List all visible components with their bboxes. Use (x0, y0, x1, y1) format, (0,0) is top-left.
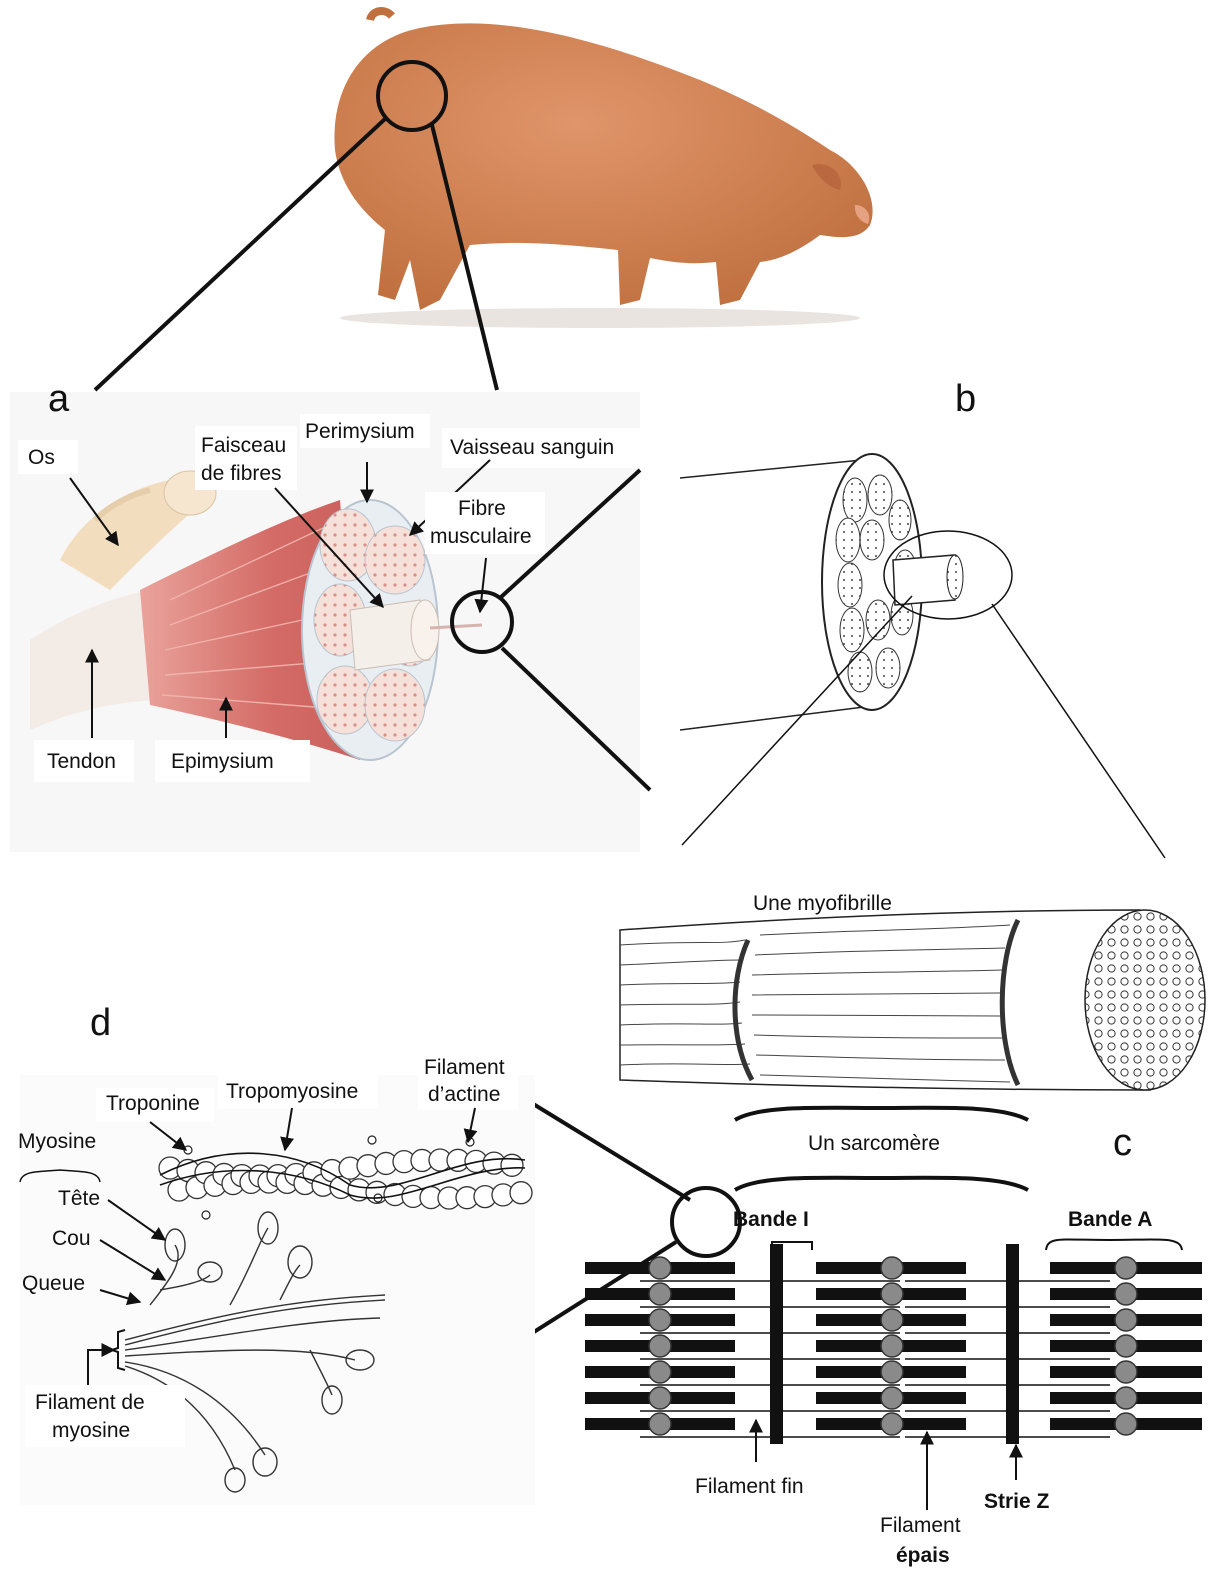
label-tete: Tête (58, 1187, 100, 1210)
label-myosine: Myosine (18, 1130, 96, 1153)
myosin-head (881, 1413, 903, 1435)
pig-image (334, 11, 872, 328)
label-myofibrille: Une myofibrille (753, 892, 892, 915)
troponin-complex (368, 1136, 376, 1144)
myosin-head (649, 1309, 671, 1331)
label-fibre-line2: musculaire (430, 525, 532, 548)
myosin-head (881, 1335, 903, 1357)
z-disc (1006, 1244, 1019, 1444)
panel-a: a (10, 378, 650, 852)
label-queue: Queue (22, 1272, 85, 1295)
myosin-head (1115, 1309, 1137, 1331)
myosin-head (1115, 1257, 1137, 1279)
myosin-head (649, 1387, 671, 1409)
troponin-complex (202, 1211, 210, 1219)
panel-a-letter: a (48, 378, 70, 420)
label-filament-epais-line2: épais (896, 1544, 950, 1567)
label-sarcomere: Un sarcomère (808, 1132, 940, 1155)
actin-bead (510, 1182, 532, 1204)
sarcomere-schematic (585, 1244, 1202, 1444)
myosin-head (1115, 1413, 1137, 1435)
actin-zoom-circle (672, 1188, 740, 1256)
myosin-head (1115, 1283, 1137, 1305)
label-tendon: Tendon (47, 750, 116, 773)
panel-b-letter: b (955, 378, 976, 420)
myofibril-protruding (893, 555, 955, 605)
myosin-head (649, 1257, 671, 1279)
myosin-head (1115, 1387, 1137, 1409)
myosin-head (649, 1283, 671, 1305)
actin-bead (501, 1154, 523, 1176)
myosin-head (881, 1361, 903, 1383)
panel-c: Une myofibrille Un sarcomère c Bande I (585, 892, 1205, 1567)
label-vaisseau: Vaisseau sanguin (450, 436, 614, 459)
label-tropomyosine: Tropomyosine (226, 1080, 358, 1103)
myosin-head (649, 1361, 671, 1383)
label-troponine: Troponine (106, 1092, 200, 1115)
myosin-head (1115, 1335, 1137, 1357)
label-faisceau-line1: Faisceau (201, 434, 286, 457)
myosin-head (649, 1413, 671, 1435)
panel-b: b (680, 378, 1165, 858)
label-actine-line1: Filament (424, 1056, 505, 1079)
panel-d-letter: d (90, 1002, 111, 1044)
myosin-head (881, 1387, 903, 1409)
label-filament-fin: Filament fin (695, 1475, 804, 1498)
panel-d: d Troponine Tropomyosine (18, 1002, 535, 1505)
label-fibre-line1: Fibre (458, 497, 506, 520)
label-os: Os (28, 446, 55, 469)
myosin-head (881, 1283, 903, 1305)
label-epimysium: Epimysium (171, 750, 274, 773)
label-faisceau-line2: de fibres (201, 462, 282, 485)
troponin-complex (466, 1138, 474, 1146)
label-filament-myosine-line1: Filament de (35, 1391, 145, 1414)
myofibril-drawing (620, 910, 1205, 1090)
label-cou: Cou (52, 1227, 91, 1250)
label-bande-i: Bande I (733, 1208, 809, 1231)
myosin-head (881, 1257, 903, 1279)
sarcomere-brace (735, 1108, 1028, 1120)
myosin-head (1115, 1361, 1137, 1383)
label-filament-epais-line1: Filament (880, 1514, 961, 1537)
myosin-head (649, 1335, 671, 1357)
sarcomere-brace-lower (735, 1178, 1028, 1190)
panel-c-letter: c (1113, 1122, 1132, 1164)
label-bande-a: Bande A (1068, 1208, 1152, 1231)
label-actine-line2: d’actine (428, 1083, 500, 1106)
label-strie-z: Strie Z (984, 1490, 1050, 1513)
label-filament-myosine-line2: myosine (52, 1419, 130, 1442)
label-perimysium: Perimysium (305, 420, 415, 443)
myosin-head (881, 1309, 903, 1331)
z-disc (770, 1244, 783, 1444)
bande-a-bracket (1046, 1239, 1182, 1250)
